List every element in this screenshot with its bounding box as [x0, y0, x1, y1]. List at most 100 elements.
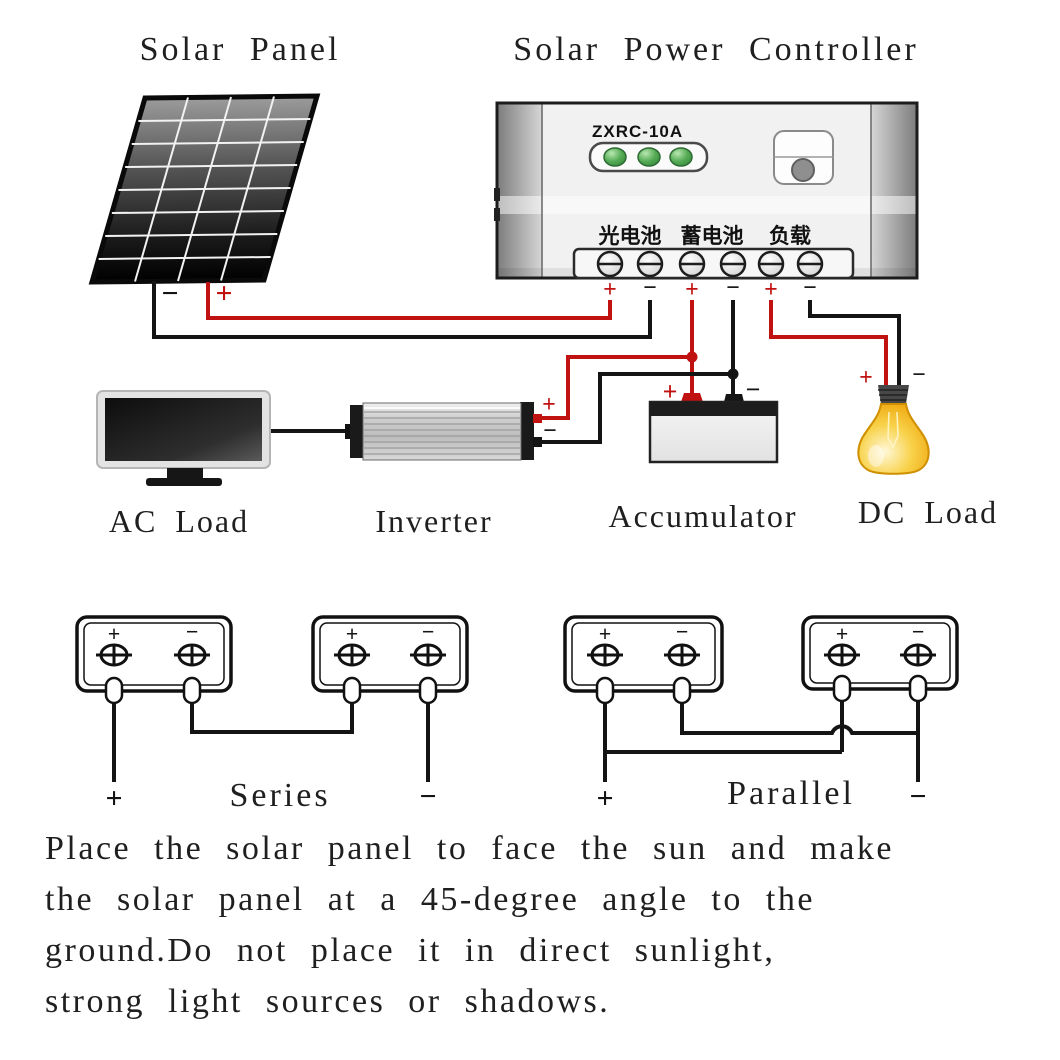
screw-terminal — [796, 250, 824, 278]
controller-sheen — [498, 196, 916, 214]
instructions-line-3: ground.Do not place it in direct sunligh… — [45, 932, 775, 969]
led-panel — [588, 141, 709, 173]
parallel-panel-2: + − — [801, 615, 959, 691]
wire-load-negative — [808, 300, 901, 387]
screw-terminal — [636, 250, 664, 278]
button-module — [773, 130, 834, 185]
terminal-mark-pv-minus: − — [643, 275, 657, 301]
inverter-negative-terminal — [533, 437, 542, 447]
parallel-output-plus: + — [596, 782, 613, 815]
terminal-polarity-marks: + − + − + − — [603, 275, 817, 303]
panel2-minus: − — [422, 619, 435, 644]
instructions: Place the solar panel to face the sun an… — [45, 830, 894, 1020]
screw-symbol — [96, 643, 132, 667]
screw-terminal — [678, 250, 706, 278]
terminal-mark-load-minus: − — [803, 275, 817, 301]
battery-negative-post — [724, 394, 744, 402]
junction-positive — [686, 351, 698, 363]
instructions-line-2: the solar panel at a 45-degree angle to … — [45, 881, 815, 918]
panel4-plus: + — [836, 621, 849, 646]
label-ac-load: AC Load — [109, 503, 249, 539]
controller-notch-1 — [494, 188, 500, 201]
parallel-label: Parallel — [727, 775, 855, 812]
battery-top-band — [650, 402, 777, 416]
series-terminals — [96, 643, 446, 667]
bulb-highlight — [868, 445, 884, 467]
screw-symbol — [587, 643, 623, 667]
inverter-plus-mark: + — [542, 392, 556, 418]
screw-symbol — [334, 643, 370, 667]
series-panel-2: + − — [311, 615, 469, 693]
series-label: Series — [229, 777, 330, 814]
led-indicator-3 — [669, 147, 693, 167]
screw-terminal — [757, 250, 785, 278]
panel3-plus: + — [599, 621, 612, 646]
panel-grid — [92, 96, 317, 282]
terminal-label-battery: 蓄电池 — [681, 225, 744, 248]
led-indicator-1 — [603, 147, 627, 167]
panel1-minus: − — [186, 619, 199, 644]
controller-notch-2 — [494, 208, 500, 221]
terminal-strip — [572, 247, 855, 280]
accumulator-battery: + − — [648, 375, 779, 464]
inverter-fins — [364, 411, 520, 455]
wire-pv-negative — [152, 281, 652, 339]
wiring-harness — [152, 281, 901, 444]
solar-panel: − + — [92, 96, 317, 310]
terminal-mark-pv-plus: + — [603, 277, 617, 303]
screw-symbol — [824, 643, 860, 667]
series-output-minus: − — [419, 780, 436, 813]
parallel-wiring-diagram: + − + − + − Parallel — [563, 615, 959, 815]
controller-model-label: ZXRC-10A — [592, 122, 683, 141]
series-panel-1: + − — [75, 615, 233, 693]
label-dc-load: DC Load — [858, 494, 998, 530]
series-output-plus: + — [105, 782, 122, 815]
series-wiring-diagram: + − + − + − Series — [75, 615, 469, 815]
monitor-stand-neck — [167, 468, 203, 479]
battery-minus-mark: − — [746, 375, 761, 404]
terminal-label-pv: 光电池 — [598, 225, 662, 248]
bulb-glass — [857, 403, 930, 475]
inverter-left-cap — [350, 405, 364, 458]
instructions-line-4: strong light sources or shadows. — [45, 983, 610, 1020]
battery-plus-mark: + — [663, 377, 678, 406]
inverter: + − — [345, 392, 557, 461]
terminal-mark-load-plus: + — [764, 277, 778, 303]
parallel-terminals — [587, 643, 936, 667]
parallel-grommets — [595, 674, 928, 705]
instructions-line-1: Place the solar panel to face the sun an… — [45, 830, 894, 867]
terminal-label-load: 负载 — [769, 224, 811, 248]
screw-symbol — [664, 643, 700, 667]
parallel-output-minus: − — [909, 780, 926, 813]
wire-pv-positive — [206, 282, 612, 320]
screw-terminal — [719, 250, 747, 278]
led-indicator-2 — [637, 147, 661, 167]
dc-load-bulb: + − — [857, 362, 930, 475]
panel1-plus: + — [108, 621, 121, 646]
panel4-minus: − — [912, 619, 925, 644]
controller-left-flange — [498, 104, 542, 277]
label-accumulator: Accumulator — [608, 498, 797, 534]
wire-load-positive — [769, 300, 888, 390]
monitor-stand-base — [146, 478, 222, 486]
controller-right-flange — [871, 104, 916, 277]
mode-button[interactable] — [791, 158, 815, 182]
terminal-mark-batt-plus: + — [685, 277, 699, 303]
label-inverter: Inverter — [375, 503, 492, 539]
inverter-positive-terminal — [533, 414, 542, 423]
bulb-plus-mark: + — [859, 365, 873, 391]
battery-positive-post — [681, 393, 703, 402]
controller: ZXRC-10A 光电池 蓄电池 负载 — [494, 101, 919, 303]
terminal-mark-batt-minus: − — [726, 275, 740, 301]
panel-plus-mark: + — [215, 277, 232, 310]
ac-load-monitor — [96, 390, 271, 486]
bulb-filament — [887, 411, 899, 449]
screw-symbol — [900, 643, 936, 667]
panel-minus-mark: − — [161, 277, 178, 310]
title-controller: Solar Power Controller — [513, 31, 918, 68]
series-grommets — [104, 676, 438, 705]
screw-symbol — [410, 643, 446, 667]
terminal-screws — [596, 250, 824, 278]
